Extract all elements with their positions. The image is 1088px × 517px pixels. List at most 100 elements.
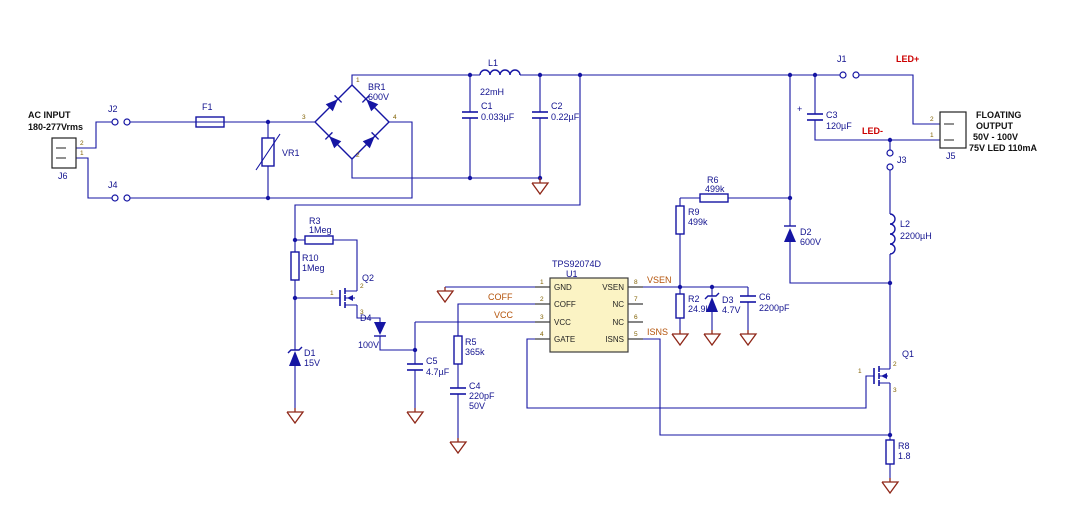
U1-ref: U1 xyxy=(566,269,578,279)
Q1-ref: Q1 xyxy=(902,349,914,359)
U1-value: TPS92074D xyxy=(552,259,602,269)
J6-ref: J6 xyxy=(58,171,68,181)
ground-symbol[interactable] xyxy=(671,330,690,347)
J5-ref: J5 xyxy=(946,151,956,161)
R3-ref: R3 xyxy=(309,216,321,226)
C1-value: 0.033µF xyxy=(481,112,515,122)
net-label-led-plus[interactable]: LED+ xyxy=(896,54,919,64)
J2-ref: J2 xyxy=(108,104,118,114)
zener-D3[interactable]: D3 4.7V xyxy=(704,292,741,315)
ground-symbol[interactable] xyxy=(531,178,550,196)
diode-D4[interactable]: D4 100V xyxy=(358,313,386,350)
BR1-pin1-number: 1 xyxy=(356,77,360,84)
ground-symbol[interactable] xyxy=(881,478,900,495)
U1-pin6-number: 6 xyxy=(634,314,638,321)
ac-input-rating: 180-277Vrms xyxy=(28,122,83,132)
J1-ref: J1 xyxy=(837,54,847,64)
jumper-J4[interactable]: J4 xyxy=(108,180,131,202)
C5-value: 4.7µF xyxy=(426,367,450,377)
F1-ref: F1 xyxy=(202,102,213,112)
junction-dots xyxy=(265,72,893,438)
C3-value: 120µF xyxy=(826,121,852,131)
C4-ref: C4 xyxy=(469,381,481,391)
U1-pin-name-isns: ISNS xyxy=(605,335,624,344)
capacitor-C3[interactable]: + C3 120µF xyxy=(797,104,852,131)
C2-ref: C2 xyxy=(551,101,563,111)
L2-ref: L2 xyxy=(900,219,910,229)
R2-value: 24.9k xyxy=(688,304,711,314)
U1-pin4-number: 4 xyxy=(540,331,544,338)
D4-ref: D4 xyxy=(360,313,372,323)
J6-pin2-number: 2 xyxy=(80,140,84,147)
inductor-L2[interactable]: L2 2200µH xyxy=(889,213,932,255)
jumper-J2[interactable]: J2 xyxy=(108,104,131,126)
resistor-R5[interactable]: R5 365k xyxy=(453,335,485,365)
ground-symbol[interactable] xyxy=(406,408,425,425)
varistor-VR1[interactable]: VR1 xyxy=(255,133,300,171)
resistor-R10[interactable]: R10 1Meg xyxy=(290,251,325,281)
connector-J6[interactable]: 2 1 J6 xyxy=(51,137,84,181)
C2-value: 0.22µF xyxy=(551,112,580,122)
C1-ref: C1 xyxy=(481,101,493,111)
D1-value: 15V xyxy=(304,358,320,368)
U1-pin-name-gnd: GND xyxy=(554,283,572,292)
D3-ref: D3 xyxy=(722,295,734,305)
BR1-pin3-number: 3 xyxy=(302,114,306,121)
capacitor-C1[interactable]: C1 0.033µF xyxy=(462,101,515,122)
L1-ref: L1 xyxy=(488,58,498,68)
zener-D1[interactable]: D1 15V xyxy=(287,346,320,368)
capacitor-C5[interactable]: C5 4.7µF xyxy=(407,356,450,377)
ground-symbol[interactable] xyxy=(739,330,758,347)
BR1-value: 600V xyxy=(368,92,389,102)
BR1-pin2-number: 2 xyxy=(356,152,360,159)
R8-ref: R8 xyxy=(898,441,910,451)
connector-J5[interactable]: 2 1 J5 xyxy=(930,111,967,161)
J5-pin2-number: 2 xyxy=(930,116,934,123)
capacitor-C4[interactable]: C4 220pF 50V xyxy=(450,381,495,411)
net-label-vcc[interactable]: VCC xyxy=(494,310,514,320)
jumper-J1[interactable]: J1 xyxy=(837,54,860,79)
output-note-line4: 75V LED 110mA xyxy=(969,143,1038,153)
U1-pin1-number: 1 xyxy=(540,279,544,286)
resistor-R6[interactable]: R6 499k xyxy=(699,175,729,203)
mosfet-Q1[interactable]: Q1 1 2 3 xyxy=(858,349,914,394)
resistor-R8[interactable]: R8 1.8 xyxy=(885,439,911,465)
Q2-source-number: 3 xyxy=(360,309,364,316)
ic-U1[interactable]: TPS92074D U1 GND COFF VCC GATE VSEN NC N… xyxy=(535,259,643,353)
capacitor-C2[interactable]: C2 0.22µF xyxy=(532,101,580,122)
C6-value: 2200pF xyxy=(759,303,790,313)
capacitor-C6[interactable]: C6 2200pF xyxy=(740,292,790,313)
net-label-led-minus[interactable]: LED- xyxy=(862,126,883,136)
R8-value: 1.8 xyxy=(898,451,911,461)
net-label-coff[interactable]: COFF xyxy=(488,292,513,302)
ground-symbol[interactable] xyxy=(703,330,722,347)
jumper-J3[interactable]: J3 xyxy=(886,149,907,171)
bridge-rectifier-BR1[interactable]: BR1 600V 1 2 3 4 xyxy=(302,77,397,160)
mosfet-Q2[interactable]: Q2 1 2 3 xyxy=(330,273,374,316)
Q1-drain-number: 2 xyxy=(893,361,897,368)
C3-ref: C3 xyxy=(826,110,838,120)
fuse-F1[interactable]: F1 xyxy=(195,102,225,128)
D4-value: 100V xyxy=(358,340,379,350)
resistor-R9[interactable]: R9 499k xyxy=(675,205,708,235)
BR1-pin4-number: 4 xyxy=(393,114,397,121)
R2-ref: R2 xyxy=(688,294,700,304)
diode-D2[interactable]: D2 600V xyxy=(784,225,821,247)
D1-ref: D1 xyxy=(304,348,316,358)
U1-pin-name-nc6: NC xyxy=(612,318,624,327)
U1-pin-name-vcc: VCC xyxy=(554,318,571,327)
ac-input-title: AC INPUT xyxy=(28,110,71,120)
resistor-R3[interactable]: R3 1Meg xyxy=(304,216,334,245)
C4-value: 220pF xyxy=(469,391,495,401)
VR1-ref: VR1 xyxy=(282,148,300,158)
R6-value: 499k xyxy=(705,184,725,194)
R9-value: 499k xyxy=(688,217,708,227)
ground-symbol[interactable] xyxy=(436,287,455,304)
inductor-L1[interactable]: L1 22mH xyxy=(479,58,521,97)
ground-symbol[interactable] xyxy=(449,438,468,455)
net-label-vsen[interactable]: VSEN xyxy=(647,275,672,285)
resistor-R2[interactable]: R2 24.9k xyxy=(675,293,711,319)
ground-symbol[interactable] xyxy=(286,408,305,425)
net-label-isns[interactable]: ISNS xyxy=(647,327,668,337)
